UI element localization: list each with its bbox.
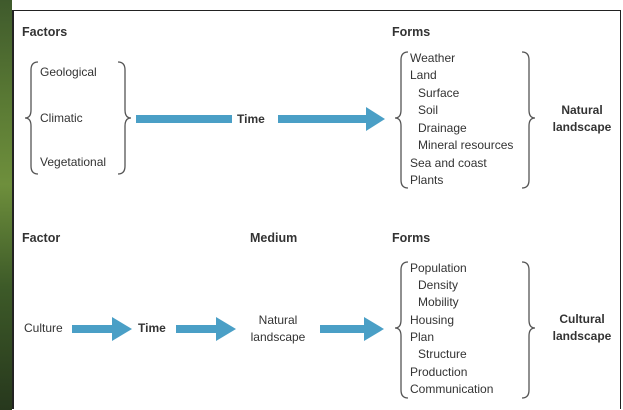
natural-landscape-label-line2: landscape	[552, 120, 612, 134]
cultural-form-structure: Structure	[418, 347, 467, 361]
natural-form-surface: Surface	[418, 86, 460, 100]
natural-form-land: Land	[410, 68, 437, 82]
natural-form-weather: Weather	[410, 51, 456, 65]
culture-to-time-arrow	[72, 317, 132, 341]
factor-geological: Geological	[40, 65, 97, 79]
natural-form-soil: Soil	[418, 103, 439, 117]
cultural-time-label: Time	[138, 321, 166, 335]
natural-form-plants: Plants	[410, 173, 444, 187]
factors-right-bracket	[117, 61, 132, 175]
time-to-medium-arrow	[176, 317, 236, 341]
cultural-forms-right-bracket	[521, 261, 536, 399]
cultural-forms-heading: Forms	[392, 231, 431, 245]
cultural-landscape-label-line1: Cultural	[559, 312, 605, 326]
natural-time-arrow	[278, 107, 385, 131]
natural-time-label: Time	[237, 112, 265, 126]
factors-left-bracket	[24, 61, 39, 175]
cultural-form-housing: Housing	[410, 313, 455, 327]
factor-culture: Culture	[24, 321, 63, 335]
factor-vegetational: Vegetational	[40, 155, 107, 169]
medium-to-forms-arrow	[320, 317, 384, 341]
cultural-forms-left-bracket	[394, 261, 409, 399]
cultural-form-communication: Communication	[410, 382, 494, 396]
natural-forms-left-bracket	[394, 51, 409, 189]
medium-natural-landscape-line1: Natural	[258, 313, 298, 327]
cultural-form-density: Density	[418, 278, 459, 292]
natural-time-arrow-tail	[136, 115, 232, 123]
factors-heading: Factors	[22, 25, 68, 39]
factor-climatic: Climatic	[40, 111, 83, 125]
cultural-form-production: Production	[410, 365, 468, 379]
cultural-form-plan: Plan	[410, 330, 435, 344]
natural-forms-right-bracket	[521, 51, 536, 189]
factor-heading: Factor	[22, 231, 61, 245]
medium-heading: Medium	[250, 231, 298, 245]
cultural-form-population: Population	[410, 261, 467, 275]
natural-form-mineral-resources: Mineral resources	[418, 138, 514, 152]
medium-natural-landscape-line2: landscape	[250, 330, 306, 344]
green-photo-strip	[0, 0, 12, 410]
diagram-frame	[12, 10, 621, 409]
cultural-form-mobility: Mobility	[418, 295, 459, 309]
natural-forms-heading: Forms	[392, 25, 431, 39]
natural-form-drainage: Drainage	[418, 121, 467, 135]
natural-landscape-label-line1: Natural	[561, 103, 603, 117]
cultural-landscape-label-line2: landscape	[552, 329, 612, 343]
natural-form-sea-and-coast: Sea and coast	[410, 156, 487, 170]
